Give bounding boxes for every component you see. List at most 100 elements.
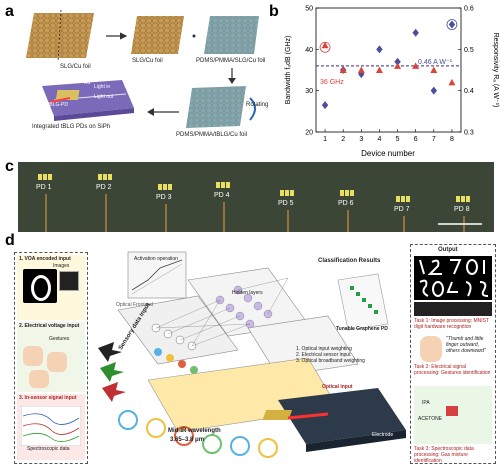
- optical-frontend-label: Optical Frontend: [116, 302, 153, 308]
- y-right-tick-label: 0.4: [464, 88, 474, 95]
- pd-pad: [226, 182, 230, 188]
- y-right-tick-label: 0.6: [464, 6, 474, 13]
- bandwidth-point: [321, 101, 329, 110]
- panel-c-micrograph: [18, 162, 494, 232]
- optical-input-label: Optical input: [322, 384, 353, 390]
- weighting-list: 1. Optical input weighting 2. Electrical…: [296, 346, 365, 364]
- bandwidth-point: [376, 45, 383, 54]
- x-tick-label: 6: [414, 136, 418, 143]
- label-light-in: Light in: [94, 84, 111, 90]
- pd-pad: [290, 190, 294, 196]
- x-tick-label: 8: [450, 136, 454, 143]
- midir-range: 3.65–3.8 μm: [170, 437, 205, 443]
- tunable-pd-label: Tunable Graphene PD: [336, 326, 388, 332]
- y-tick-label: 20: [305, 130, 313, 137]
- panel-d-letter: d: [5, 232, 15, 249]
- gestures-label: Gestures: [49, 336, 70, 342]
- responsivity-point: [375, 66, 383, 73]
- annotation-046: 0.46 A W⁻¹: [418, 59, 453, 66]
- pd-pad: [350, 190, 354, 196]
- x-tick-label: 1: [323, 136, 327, 143]
- pd-pad: [48, 174, 52, 180]
- panel-c-letter: c: [5, 158, 14, 175]
- y-axis-label: Bandwidth f₃dB (GHz): [285, 36, 292, 105]
- pd-label: PD 7: [394, 206, 410, 213]
- pd-label: PD 8: [454, 206, 470, 213]
- weighting-item: 2. Electrical sensor input: [296, 352, 351, 358]
- y-right-tick-label: 0.5: [464, 47, 474, 54]
- pd-pad: [345, 190, 349, 196]
- pd-pad: [216, 182, 220, 188]
- pd-pad: [396, 196, 400, 202]
- pd-pad: [38, 174, 42, 180]
- input-voa-box: 1. VOA encoded input Images: [17, 255, 85, 320]
- images-label: Images: [53, 263, 70, 269]
- thumb-hand: [420, 336, 442, 362]
- spectro-plot: [21, 406, 81, 446]
- input-voltage-box: 2. Electrical voltage input Gestures: [17, 322, 85, 392]
- thumb-description: "Thumb and little finger outward, others…: [446, 336, 486, 354]
- bandwidth-point: [358, 70, 365, 79]
- acetone-label: ACETONE: [418, 416, 443, 422]
- responsivity-point: [339, 66, 347, 73]
- bandwidth-point: [412, 28, 419, 37]
- ipa-label: IPA: [422, 400, 430, 406]
- hidden-layers-label: Hidden layers: [232, 290, 263, 296]
- pd-pad: [221, 182, 225, 188]
- pd-pad: [340, 190, 344, 196]
- panel-b-letter: b: [269, 3, 279, 20]
- pd-pad: [98, 174, 102, 180]
- label-rotating: Rotating: [246, 102, 269, 108]
- pd-pad: [103, 174, 107, 180]
- pd-pad: [280, 190, 284, 196]
- gas-output: ACETONE IPA: [414, 386, 492, 444]
- highlight-circle: [319, 41, 331, 53]
- label-tblg-pd: tBLG-PD: [48, 102, 69, 108]
- pd-pad: [43, 174, 47, 180]
- network-schematic: [98, 251, 406, 458]
- responsivity-point: [357, 66, 365, 73]
- input-voa-title: 1. VOA encoded input: [19, 256, 71, 262]
- weighting-item: 1. Optical input weighting: [296, 346, 352, 352]
- x-tick-label: 5: [396, 136, 400, 143]
- input-voltage-title: 2. Electrical voltage input: [19, 323, 80, 329]
- label-integrated: Integrated tBLG PDs on SiPh: [32, 124, 111, 130]
- input-sensor-title: 3. In-sensor signal input: [19, 395, 77, 401]
- mnist-image: [23, 269, 57, 303]
- y-right-tick-label: 0.3: [464, 130, 474, 137]
- responsivity-point: [430, 66, 438, 73]
- hand-gesture-1: [23, 346, 43, 366]
- x-tick-label: 3: [359, 136, 363, 143]
- pd-pad: [285, 190, 289, 196]
- responsivity-point: [394, 62, 402, 69]
- bandwidth-point: [430, 86, 438, 95]
- pd-label: PD 5: [278, 200, 294, 207]
- pd-pad: [456, 196, 460, 202]
- responsivity-point: [321, 41, 329, 49]
- hand-gesture-3: [29, 370, 49, 388]
- pd-label: PD 4: [214, 192, 230, 199]
- x-tick-label: 2: [341, 136, 345, 143]
- bandwidth-point: [394, 57, 401, 66]
- task3-label: Task 3: Spectroscopic data processing: G…: [414, 446, 474, 464]
- pd-label: PD 2: [96, 184, 112, 191]
- gas-arrow-icon: [446, 406, 458, 416]
- pd-pad: [163, 184, 167, 190]
- inputs-frame: [14, 252, 88, 464]
- pd-label: PD 1: [36, 184, 52, 191]
- label-slg-foil-1: SLG/Cu foil: [60, 64, 91, 70]
- bandwidth-point: [448, 20, 456, 29]
- panel-a-letter: a: [5, 3, 14, 20]
- output-frame: [410, 244, 496, 464]
- responsivity-point: [448, 78, 456, 86]
- y-tick-label: 50: [305, 6, 313, 13]
- panel-a-schematic: [14, 8, 279, 146]
- input-sensor-box: 3. In-sensor signal input Spectroscopic …: [17, 394, 85, 460]
- pd-label: PD 6: [338, 200, 354, 207]
- label-tblg-foil: PDMS/PMMA/tBLG/Cu foil: [176, 132, 248, 138]
- pd-pad: [158, 184, 162, 190]
- x-axis-label: Device number: [361, 149, 415, 158]
- x-tick-label: 7: [432, 136, 436, 143]
- output-title: Output: [438, 247, 458, 253]
